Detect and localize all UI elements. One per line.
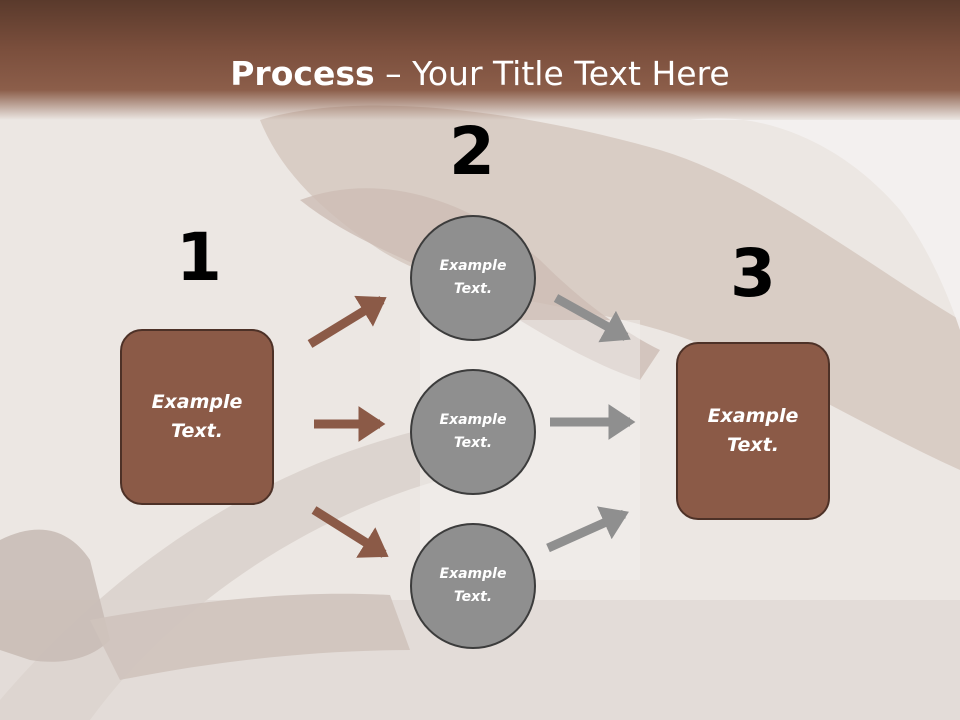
step-number-2: 2 xyxy=(449,113,495,190)
step-1-box-line2: Text. xyxy=(171,420,223,442)
step-1-box-text: Example Text. xyxy=(152,388,243,446)
step-3-box[interactable]: Example Text. xyxy=(676,342,830,520)
step-3-box-line2: Text. xyxy=(727,434,779,456)
step-3-box-text: Example Text. xyxy=(708,402,799,460)
step-2-circle-bottom[interactable]: Example Text. xyxy=(410,523,536,649)
circle-top-text: Example Text. xyxy=(440,255,507,301)
circle-top-line1: Example xyxy=(439,258,507,274)
slide-title: Process – Your Title Text Here xyxy=(0,52,960,96)
circle-middle-line1: Example xyxy=(439,412,507,428)
step-1-box-line1: Example xyxy=(151,391,243,413)
step-number-1: 1 xyxy=(176,219,222,296)
circle-bottom-line1: Example xyxy=(439,566,507,582)
arrow-circle1-to-box3 xyxy=(553,294,631,343)
circle-bottom-line2: Text. xyxy=(453,589,493,605)
step-1-box[interactable]: Example Text. xyxy=(120,329,274,505)
arrow-box1-to-circle3 xyxy=(311,506,389,558)
title-bold: Process xyxy=(230,54,375,93)
step-number-3: 3 xyxy=(730,235,776,312)
circle-bottom-text: Example Text. xyxy=(440,563,507,609)
circle-middle-line2: Text. xyxy=(453,435,493,451)
step-3-box-line1: Example xyxy=(707,405,799,427)
circle-top-line2: Text. xyxy=(453,281,493,297)
circle-middle-text: Example Text. xyxy=(440,409,507,455)
arrow-box1-to-circle1 xyxy=(307,295,387,348)
title-rest: – Your Title Text Here xyxy=(374,54,730,93)
step-2-circle-top[interactable]: Example Text. xyxy=(410,215,536,341)
arrow-circle3-to-box3 xyxy=(546,506,629,553)
title-bar xyxy=(0,0,960,120)
step-2-circle-middle[interactable]: Example Text. xyxy=(410,369,536,495)
